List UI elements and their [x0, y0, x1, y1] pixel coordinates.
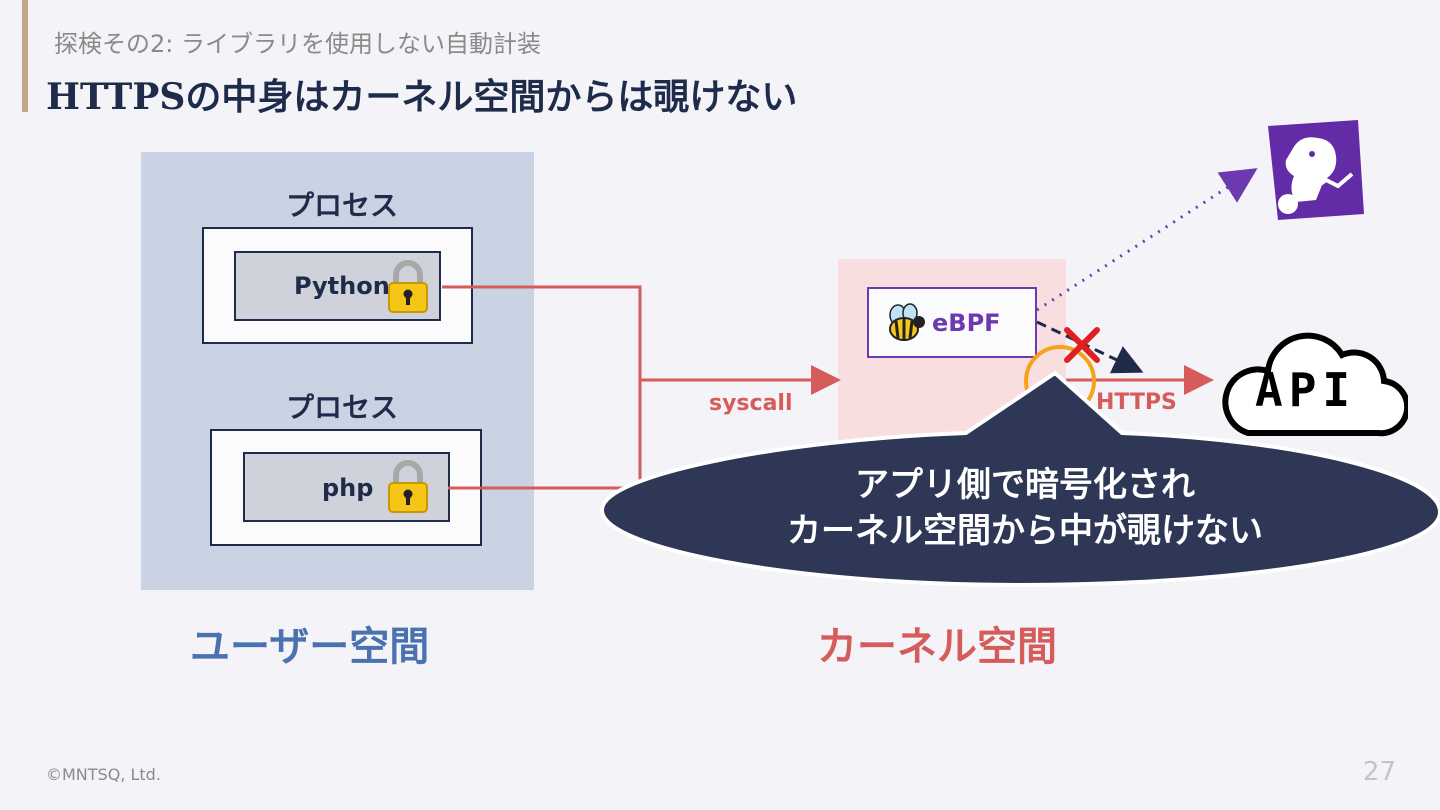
copyright: ©MNTSQ, Ltd. — [46, 765, 161, 784]
user-space-label: ユーザー空間 — [190, 624, 430, 670]
callout-line-1: アプリ側で暗号化され — [855, 465, 1195, 505]
process-label-1: プロセス — [286, 189, 399, 222]
python-label: Python — [294, 272, 390, 300]
slide-title: HTTPSの中身はカーネル空間からは覗けない — [46, 76, 798, 118]
ebpf-label: eBPF — [932, 309, 1001, 337]
bee-icon — [889, 303, 925, 341]
callout-line-2: カーネル空間から中が覗けない — [787, 511, 1263, 551]
callout-text: アプリ側で暗号化され カーネル空間から中が覗けない — [610, 462, 1440, 554]
slide-subtitle: 探検その2: ライブラリを使用しない自動計装 — [54, 30, 541, 58]
blocked-x-icon — [1064, 327, 1100, 363]
api-label: API — [1255, 363, 1357, 417]
process-label-2: プロセス — [286, 391, 399, 424]
lock-icon — [388, 460, 428, 513]
page-number: 27 — [1362, 757, 1396, 787]
kernel-space-label: カーネル空間 — [817, 624, 1057, 670]
lock-icon — [388, 260, 428, 313]
syscall-label: syscall — [709, 391, 793, 416]
php-label: php — [322, 474, 374, 502]
accent-bar — [22, 0, 28, 112]
cloud-icon — [1222, 332, 1408, 437]
datadog-logo-icon — [1268, 120, 1364, 220]
https-label: HTTPS — [1096, 390, 1177, 415]
